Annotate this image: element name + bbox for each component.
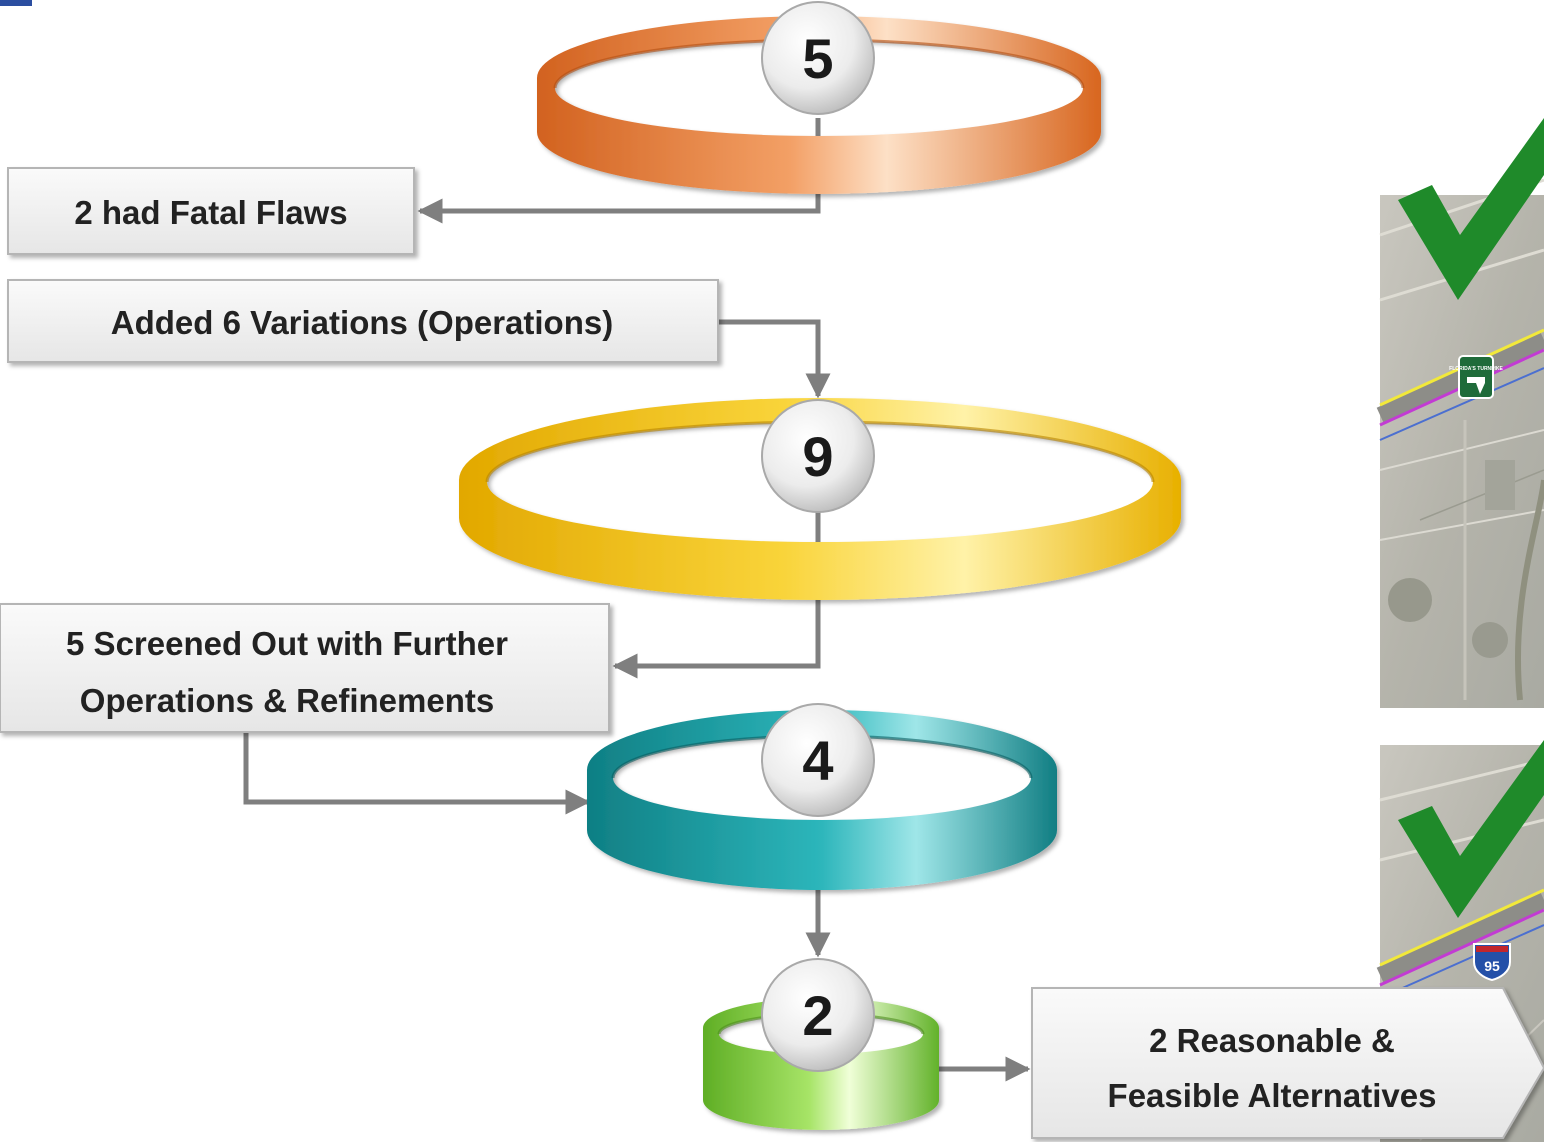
number-bubble-5: 5: [761, 1, 875, 115]
accent-bar: [0, 0, 32, 6]
screened-out-label-line2: Operations & Refinements: [80, 682, 494, 719]
ring-9-number: 9: [802, 425, 833, 488]
screened-out-label-line1: 5 Screened Out with Further: [66, 625, 508, 662]
ring-4-number: 4: [802, 729, 833, 792]
ring-5-number: 5: [802, 27, 833, 90]
fatal-flaws-box: 2 had Fatal Flaws: [7, 167, 415, 255]
reasonable-label-line2: Feasible Alternatives: [1108, 1077, 1437, 1114]
screened-out-box: 5 Screened Out with Further Operations &…: [0, 603, 610, 733]
reasonable-label-line1: 2 Reasonable &: [1149, 1022, 1395, 1059]
added-variations-box: Added 6 Variations (Operations): [7, 279, 719, 363]
turnpike-shield-text: FLORIDA'S TURNPIKE: [1449, 366, 1503, 372]
added-variations-label: Added 6 Variations (Operations): [111, 304, 613, 341]
check-mark-icon-bottom: [1398, 740, 1544, 918]
ring-2-number: 2: [802, 984, 833, 1047]
interstate-shield-text: 95: [1484, 958, 1500, 974]
number-bubble-2: 2: [761, 958, 875, 1072]
number-bubble-9: 9: [761, 399, 875, 513]
reasonable-alternatives-box: 2 Reasonable & Feasible Alternatives: [1031, 987, 1544, 1139]
fatal-flaws-label: 2 had Fatal Flaws: [74, 194, 347, 231]
number-bubble-4: 4: [761, 703, 875, 817]
arrow-from-added-variations: [718, 319, 831, 399]
check-mark-icon-top: [1398, 118, 1544, 300]
turnpike-shield-icon: FLORIDA'S TURNPIKE: [1449, 355, 1504, 399]
interstate-shield-icon: 95: [1473, 943, 1511, 982]
arrow-from-screened-out: [243, 732, 591, 815]
